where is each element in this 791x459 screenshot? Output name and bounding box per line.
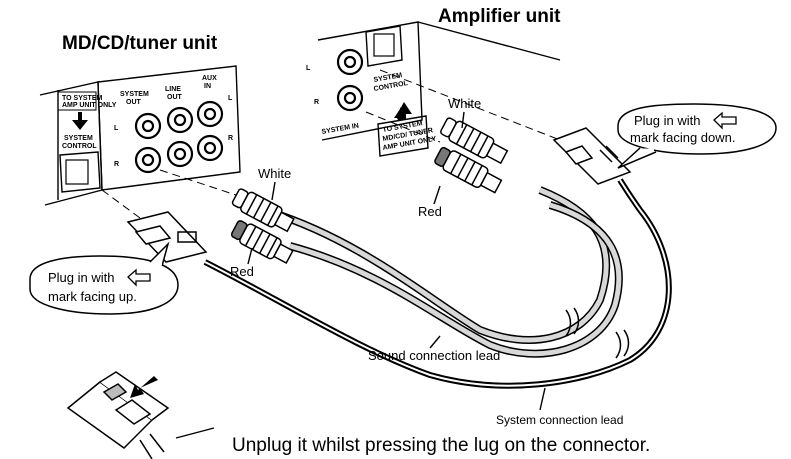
left-arrow-outline-icon: [713, 111, 737, 130]
md-r-left: R: [114, 161, 119, 168]
md-r-right: R: [228, 135, 233, 142]
system-lead-label: System connection lead: [496, 413, 623, 427]
md-sticker-line2: AMP UNIT ONLY: [62, 102, 117, 109]
amp-system-in-jacks: [336, 48, 364, 112]
white-label-right: White: [448, 96, 481, 111]
md-unit-panel: TO SYSTEM AMP UNIT ONLY SYSTEM CONTROL S…: [39, 65, 241, 206]
md-l-right: L: [228, 95, 233, 102]
callout-right-line1: Plug in with: [634, 113, 700, 128]
connector-lug-illustration: [66, 371, 170, 459]
system-plug-right: [552, 127, 632, 185]
alignment-guides: [101, 69, 561, 219]
md-sticker: [57, 91, 97, 111]
amp-l: L: [306, 65, 311, 72]
left-arrow-outline-icon: [127, 268, 151, 287]
md-unit-title: MD/CD/tuner unit: [62, 33, 218, 54]
amp-sticker: [377, 115, 429, 157]
rca-plugs-left: [230, 188, 295, 265]
md-line-out-l2: OUT: [167, 94, 183, 101]
red-label-left: Red: [230, 264, 254, 279]
callout-right-line2: mark facing down.: [630, 130, 736, 145]
down-arrow-icon: [72, 112, 88, 130]
md-aux-in-l2: IN: [204, 83, 211, 90]
amp-r: R: [314, 99, 319, 106]
md-sticker-line1: TO SYSTEM: [62, 95, 102, 102]
system-plug-left: [126, 211, 208, 263]
system-connection-lead: [203, 178, 672, 389]
md-system-out-l1: SYSTEM: [120, 91, 149, 98]
amp-system-control-socket: [365, 25, 403, 67]
down-left-arrow-icon: [130, 376, 158, 398]
red-label-right: Red: [418, 204, 442, 219]
up-arrow-icon: [394, 102, 412, 120]
md-system-control-l2: CONTROL: [62, 143, 97, 150]
md-line-out-l1: LINE: [165, 86, 181, 93]
md-rca-jacks: [134, 100, 224, 174]
callout-right: Plug in with mark facing down.: [617, 103, 777, 169]
md-l-left: L: [114, 125, 119, 132]
md-system-control-socket: [59, 151, 101, 193]
amp-unit-title: Amplifier unit: [438, 6, 561, 27]
md-system-out-l2: OUT: [126, 99, 142, 106]
sound-lead-label: Sound connection lead: [368, 348, 500, 363]
rca-plugs-right: [434, 117, 509, 194]
amp-system-control-l1: SYSTEM: [373, 72, 403, 84]
footer-instruction: Unplug it whilst pressing the lug on the…: [232, 435, 650, 456]
callout-left-line1: Plug in with: [48, 270, 114, 285]
sound-connection-lead: [268, 186, 623, 358]
amp-unit-panel: L R SYSTEM IN SYSTEM CONTROL TO SYSTEM M…: [306, 21, 561, 157]
white-label-left: White: [258, 166, 291, 181]
callout-left: Plug in with mark facing up.: [29, 241, 179, 315]
md-system-control-l1: SYSTEM: [64, 135, 93, 142]
callout-left-line2: mark facing up.: [48, 289, 137, 304]
md-aux-in-l1: AUX: [202, 75, 217, 82]
